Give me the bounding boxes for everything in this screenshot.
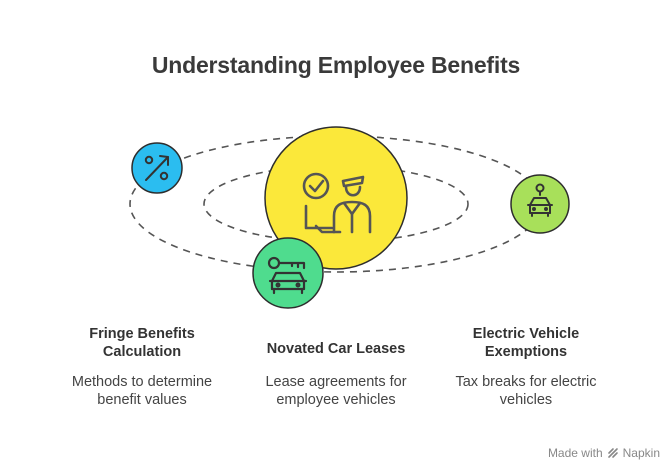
employee-checkmark-icon: [302, 172, 372, 234]
label-line: Novated Car Leases: [266, 341, 406, 357]
made-with-text: Made with: [547, 446, 603, 460]
description-line: Tax breaks for electric: [455, 374, 597, 390]
percent-arrow-icon: [144, 155, 169, 181]
napkin-brand-text: Napkin: [622, 446, 660, 460]
electric-car-plug-icon: [527, 183, 553, 217]
electric-vehicle-description: Tax breaks for electric vehicles: [436, 373, 616, 409]
label-line: Electric Vehicle: [472, 326, 580, 342]
description-line: benefit values: [97, 392, 187, 408]
description-line: Methods to determine: [71, 374, 213, 390]
description-line: vehicles: [499, 392, 553, 408]
car-key-icon: [267, 256, 308, 295]
description-line: employee vehicles: [276, 392, 396, 408]
fringe-benefits-description: Methods to determine benefit values: [52, 373, 232, 409]
fringe-benefits-node: [131, 142, 183, 194]
diagram-title: Understanding Employee Benefits: [151, 52, 521, 78]
made-with-footer[interactable]: Made with Napkin: [548, 446, 660, 460]
fringe-benefits-label: Fringe Benefits Calculation: [62, 325, 222, 361]
novated-car-leases-description: Lease agreements for employee vehicles: [246, 373, 426, 409]
label-line: Calculation: [102, 344, 182, 360]
electric-vehicle-node: [510, 174, 570, 234]
label-line: Fringe Benefits: [89, 326, 195, 342]
electric-vehicle-label: Electric Vehicle Exemptions: [436, 325, 616, 361]
center-circle: [264, 126, 408, 270]
napkin-logo-icon: [607, 448, 618, 458]
center-node: [264, 126, 408, 270]
label-line: Exemptions: [484, 344, 568, 360]
novated-car-leases-node: [252, 237, 324, 309]
novated-car-leases-label: Novated Car Leases: [246, 340, 426, 358]
description-line: Lease agreements for: [265, 374, 407, 390]
